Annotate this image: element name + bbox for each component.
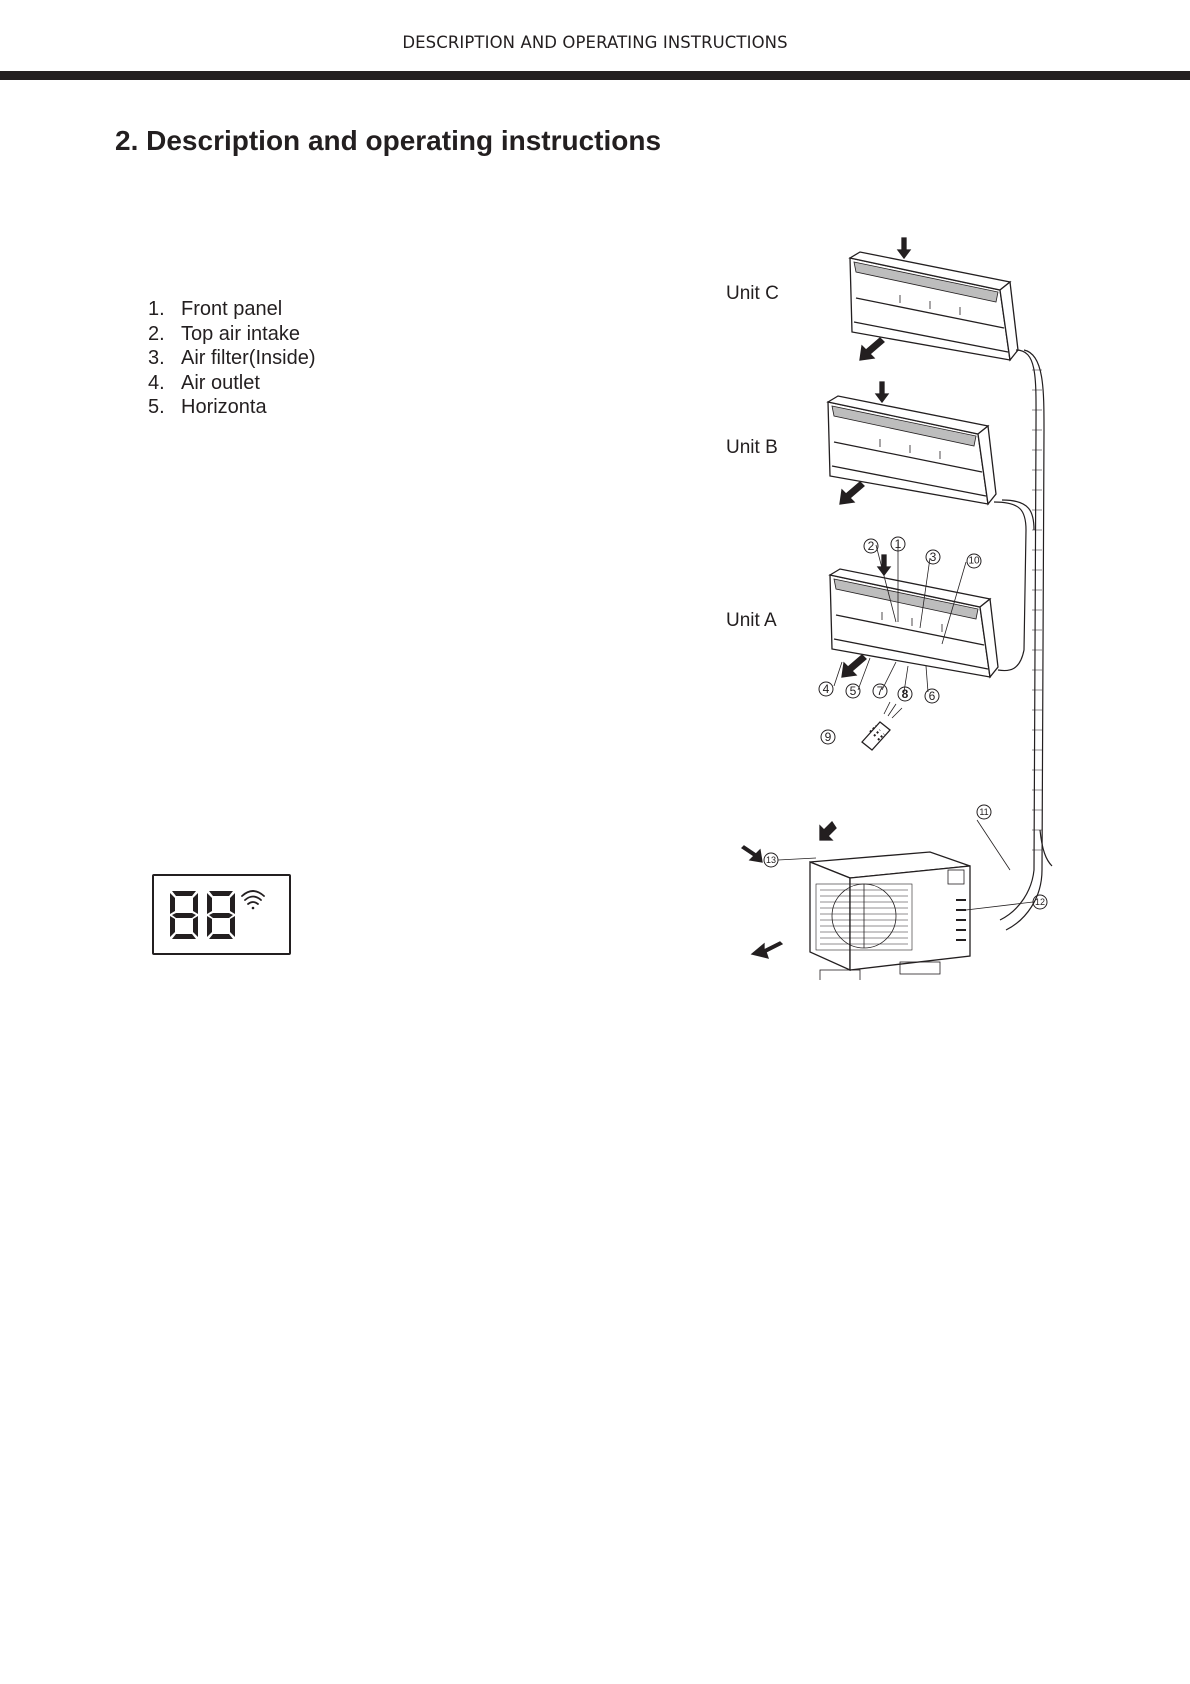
callout-6: 6 bbox=[929, 689, 936, 703]
remote-control bbox=[862, 702, 902, 750]
list-item: 1.Front panel bbox=[148, 297, 315, 322]
callout-7: 7 bbox=[877, 684, 884, 698]
list-item-number: 3. bbox=[148, 346, 181, 371]
list-item-label: Air outlet bbox=[181, 372, 260, 394]
parts-list: 1.Front panel 2.Top air intake 3.Air fil… bbox=[148, 297, 315, 420]
list-item-label: Front panel bbox=[181, 298, 282, 320]
display-panel bbox=[152, 874, 291, 955]
indoor-unit-b bbox=[828, 382, 996, 504]
list-item: 2.Top air intake bbox=[148, 322, 315, 347]
seven-segment-display bbox=[154, 876, 288, 952]
callout-9: 9 bbox=[825, 730, 832, 744]
callout-1: 1 bbox=[895, 537, 902, 551]
running-header: DESCRIPTION AND OPERATING INSTRUCTIONS bbox=[0, 33, 1190, 52]
indoor-unit-c bbox=[850, 238, 1018, 360]
list-item: 4.Air outlet bbox=[148, 371, 315, 396]
list-item-number: 5. bbox=[148, 395, 181, 420]
callout-3: 3 bbox=[930, 550, 937, 564]
list-item-number: 4. bbox=[148, 371, 181, 396]
header-rule bbox=[0, 71, 1190, 80]
list-item-label: Top air intake bbox=[181, 323, 300, 345]
refrigerant-piping bbox=[994, 350, 1052, 930]
callout-11: 11 bbox=[979, 807, 988, 817]
list-item-number: 1. bbox=[148, 297, 181, 322]
outdoor-unit bbox=[742, 822, 970, 980]
list-item: 5.Horizonta bbox=[148, 395, 315, 420]
list-item: 3.Air filter(Inside) bbox=[148, 346, 315, 371]
list-item-number: 2. bbox=[148, 322, 181, 347]
callout-10: 10 bbox=[968, 556, 980, 567]
callout-8: 8 bbox=[902, 687, 909, 701]
callout-13: 13 bbox=[766, 855, 776, 865]
callout-4: 4 bbox=[823, 682, 830, 696]
callout-12: 12 bbox=[1035, 897, 1045, 907]
callout-2: 2 bbox=[868, 539, 875, 553]
list-item-label: Air filter(Inside) bbox=[181, 347, 315, 369]
wifi-icon bbox=[242, 891, 264, 909]
list-item-label: Horizonta bbox=[181, 396, 267, 418]
callout-5: 5 bbox=[850, 684, 857, 698]
multi-split-diagram: 1 2 3 4 5 6 7 8 9 10 11 12 13 bbox=[720, 230, 1060, 980]
page-title: 2. Description and operating instruction… bbox=[115, 125, 661, 157]
